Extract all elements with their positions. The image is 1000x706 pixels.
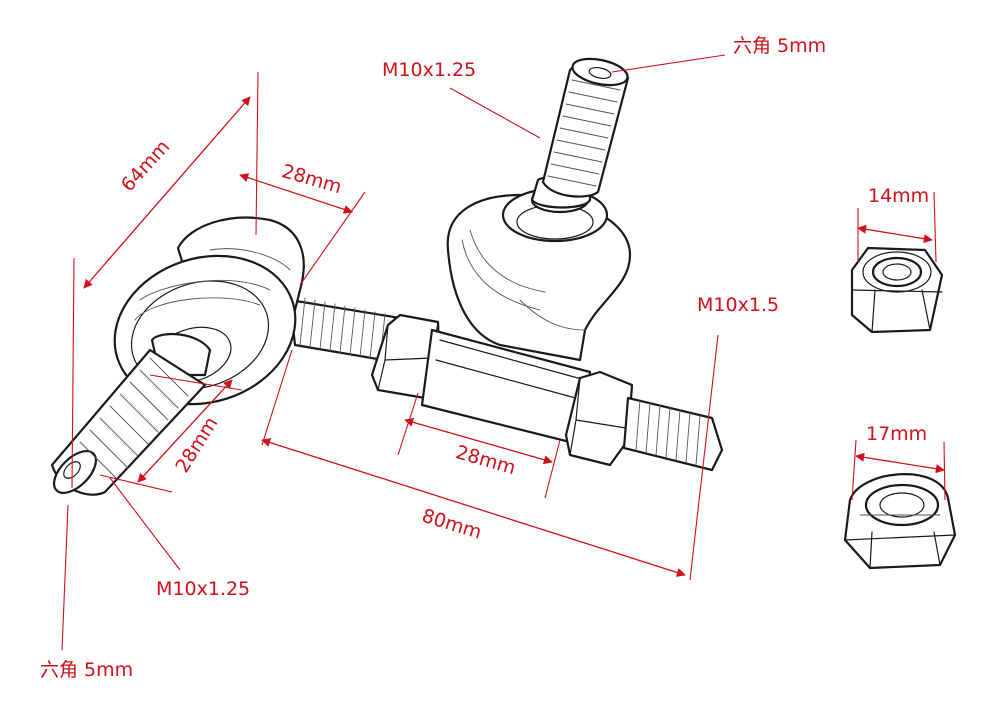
right-ball-joint xyxy=(446,57,632,362)
label-top-hex: 六角 5mm xyxy=(733,35,826,57)
nut-14mm xyxy=(850,246,944,334)
label-top-thread: M10x1.25 xyxy=(382,59,476,81)
nut-17mm xyxy=(843,473,957,570)
label-14mm: 14mm xyxy=(868,185,929,207)
label-left-thread: M10x1.25 xyxy=(156,578,250,600)
dimension-lines xyxy=(61,54,946,651)
label-28mm-top: 28mm xyxy=(279,160,344,198)
label-17mm: 17mm xyxy=(866,423,927,445)
label-80mm: 80mm xyxy=(419,505,484,544)
label-rod-thread: M10x1.5 xyxy=(697,294,779,316)
label-left-hex: 六角 5mm xyxy=(40,659,133,681)
label-64mm: 64mm xyxy=(117,136,174,196)
label-28mm-sleeve: 28mm xyxy=(453,441,518,479)
label-28mm-stud: 28mm xyxy=(171,413,222,477)
